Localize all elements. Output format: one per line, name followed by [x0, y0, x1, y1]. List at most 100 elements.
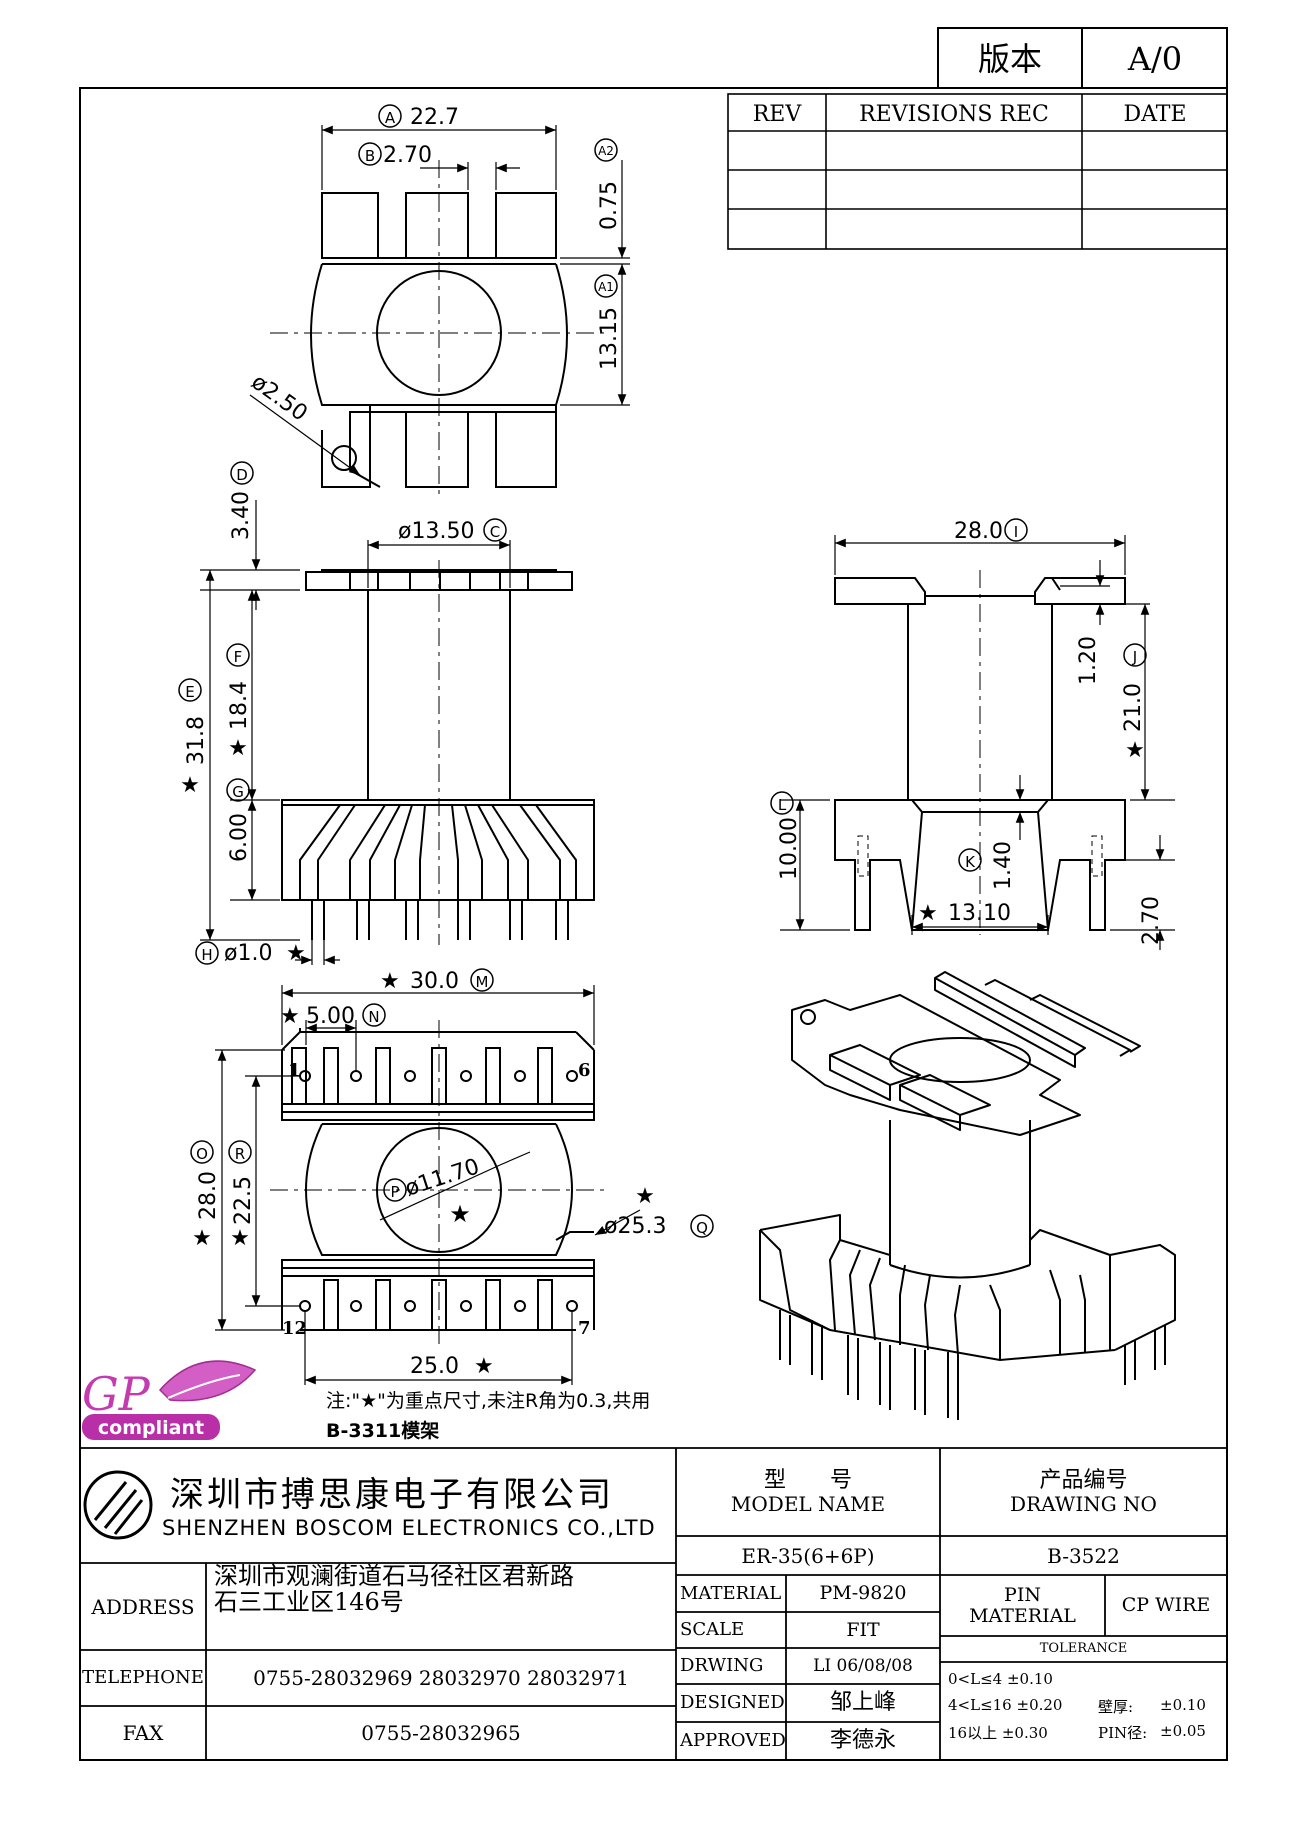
star-M: ★ — [380, 969, 400, 994]
material-value: PM-9820 — [819, 1582, 907, 1605]
drawing-value: B-3522 — [1047, 1543, 1120, 1568]
label-R: R — [235, 1145, 245, 1163]
star-F: ★ — [228, 736, 248, 761]
dim-pin-length: 2.70 — [1139, 896, 1164, 945]
pin-dia-label: PIN径: — [1098, 1724, 1148, 1742]
dim-K: 1.40 — [991, 841, 1016, 890]
fax-value: 0755-28032965 — [361, 1721, 521, 1745]
dim-I: 28.0 — [954, 519, 1003, 544]
rev-header: REV — [753, 102, 803, 127]
gp-letters: GP — [82, 1367, 151, 1421]
drawing-label-cn: 产品编号 — [1039, 1467, 1128, 1493]
label-E: E — [185, 683, 194, 701]
star-O: ★ — [192, 1226, 212, 1251]
dim-P: ø11.70 — [402, 1154, 482, 1201]
telephone-label: TELEPHONE — [82, 1667, 204, 1689]
label-F: F — [234, 648, 243, 666]
pin-material-label: PIN MATERIAL — [940, 1575, 1105, 1636]
label-B: B — [365, 147, 375, 165]
label-H: H — [201, 946, 212, 964]
company-name-cn: 深圳市搏思康电子有限公司 — [170, 1475, 614, 1515]
tolerance-row-3: 16以上 ±0.30 — [948, 1724, 1048, 1742]
designed-value: 邹上峰 — [829, 1689, 896, 1715]
star-R: ★ — [230, 1226, 250, 1251]
revisions-rec-header: REVISIONS REC — [859, 102, 1049, 127]
dim-A: 22.7 — [410, 105, 459, 130]
approved-value: 李德永 — [829, 1727, 896, 1753]
compliant-badge — [82, 1414, 220, 1440]
label-G: G — [232, 783, 244, 801]
tolerance-row-1: 0<L≤4 ±0.10 — [948, 1670, 1053, 1688]
address-line-1: 深圳市观澜街道石马径社区君新路 — [214, 1563, 574, 1590]
star-Q: ★ — [635, 1184, 655, 1209]
label-A: A — [385, 109, 396, 127]
model-label: 型 号 MODEL NAME — [676, 1448, 940, 1536]
model-label-cn: 型 号 — [763, 1467, 852, 1493]
model-label-en: MODEL NAME — [730, 1492, 886, 1517]
pin-dia-value: ±0.05 — [1160, 1722, 1206, 1740]
scale-value: FIT — [846, 1618, 880, 1641]
dim-A2: 0.75 — [597, 181, 622, 230]
label-L: L — [778, 796, 787, 814]
label-I: I — [1014, 523, 1018, 541]
dim-hole: ø2.50 — [246, 370, 311, 427]
label-A1: A1 — [598, 280, 614, 294]
side-view-dims — [780, 535, 1175, 950]
drwing-value: LI 06/08/08 — [813, 1655, 913, 1676]
telephone-value: 0755-28032969 28032970 28032971 — [253, 1666, 629, 1690]
version-value: A/0 — [1127, 40, 1182, 78]
pin-6-label: 6 — [578, 1060, 591, 1081]
scale-label: SCALE — [680, 1619, 745, 1641]
version-box — [937, 27, 1228, 89]
note-line-2: B-3311模架 — [326, 1420, 440, 1442]
label-N: N — [368, 1008, 379, 1026]
approved-label: APPROVED — [680, 1730, 786, 1752]
dim-A1: 13.15 — [597, 307, 622, 370]
label-P: P — [390, 1183, 399, 1201]
dim-D: 3.40 — [229, 491, 254, 540]
dim-L: 10.00 — [777, 817, 802, 880]
address-label: ADDRESS — [91, 1594, 195, 1619]
label-O: O — [196, 1145, 208, 1163]
pin-material-value: CP WIRE — [1121, 1594, 1211, 1617]
label-K: K — [965, 853, 976, 871]
dim-R: 22.5 — [231, 1176, 256, 1225]
dim-pin-span: 25.0 — [410, 1354, 459, 1379]
drawing-label-en: DRAWING NO — [1010, 1492, 1157, 1517]
dim-J: 21.0 — [1121, 683, 1146, 732]
bottom-view-centerlines — [270, 1020, 610, 1345]
compliant-text: compliant — [98, 1417, 204, 1439]
gp-compliant-logo: GP compliant — [82, 1360, 257, 1440]
top-view-centerlines — [270, 160, 610, 500]
isometric-view — [759, 971, 1176, 1420]
label-J: J — [1132, 648, 1137, 666]
dim-B: 2.70 — [383, 143, 432, 168]
front-view-dims — [200, 500, 511, 965]
label-C: C — [490, 523, 500, 541]
label-D: D — [236, 466, 248, 484]
wall-label: 壁厚: — [1098, 1698, 1134, 1716]
designed-label: DESIGNED — [680, 1692, 785, 1714]
title-block-grid — [80, 1447, 1227, 1760]
label-Q: Q — [696, 1219, 708, 1237]
dim-M: 30.0 — [410, 969, 459, 994]
model-value: ER-35(6+6P) — [741, 1543, 875, 1568]
wall-value: ±0.10 — [1160, 1696, 1206, 1714]
dim-H: ø1.0 — [224, 941, 272, 966]
dim-E: 31.8 — [184, 716, 209, 765]
dim-J-sub: 1.20 — [1076, 636, 1101, 685]
star-pin-span: ★ — [474, 1354, 494, 1379]
pin-material-label-1: PIN — [1004, 1583, 1041, 1606]
pin-7-label: 7 — [578, 1318, 591, 1339]
star-J: ★ — [1125, 738, 1145, 763]
tolerance-label: TOLERANCE — [1039, 1640, 1128, 1656]
pin-12-label: 12 — [282, 1318, 307, 1339]
company-name-en: SHENZHEN BOSCOM ELECTRONICS CO.,LTD — [162, 1516, 656, 1540]
front-view — [281, 569, 595, 940]
date-header: DATE — [1123, 102, 1186, 127]
drwing-label: DRWING — [680, 1655, 764, 1677]
drawing-label: 产品编号 DRAWING NO — [940, 1448, 1227, 1536]
note-line-1: 注:"★"为重点尺寸,未注R角为0.3,共用 — [326, 1390, 651, 1412]
